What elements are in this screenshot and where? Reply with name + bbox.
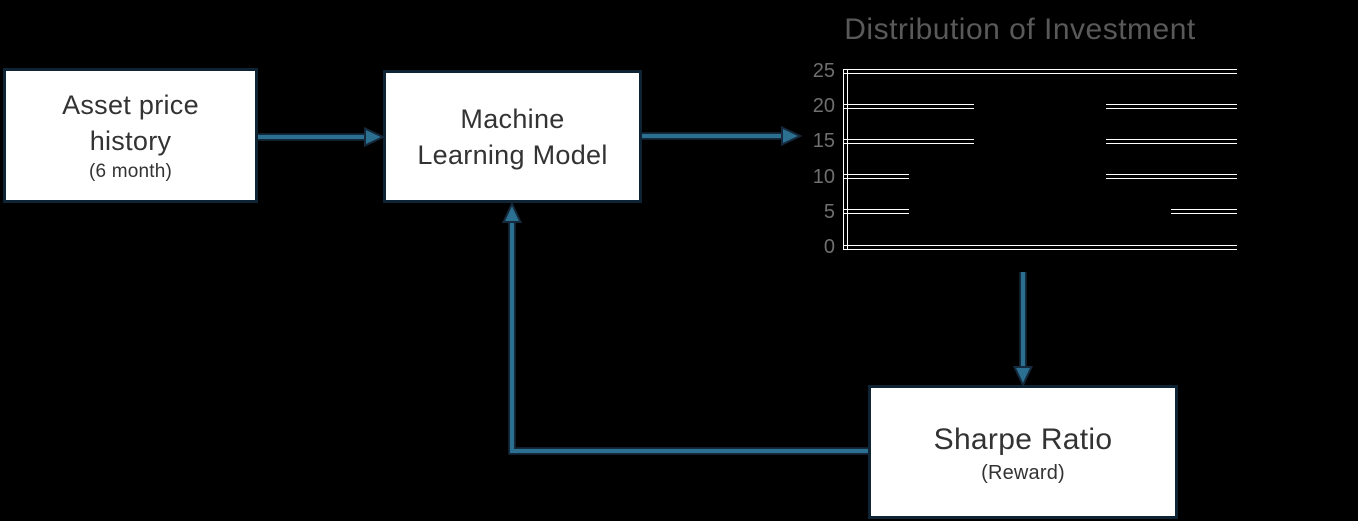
node-title-line1: Asset price — [62, 90, 199, 120]
chart-y-axis-spine — [843, 69, 848, 249]
node-sharpe-ratio: Sharpe Ratio (Reward) — [868, 385, 1178, 519]
y-tick-label-0: 0 — [823, 236, 835, 258]
bar-bin2 — [908, 155, 975, 247]
node-subtitle: (Reward) — [981, 461, 1065, 484]
node-title-line2: Learning Model — [417, 139, 608, 170]
node-subtitle: (6 month) — [88, 161, 173, 182]
bar-bin4 — [1040, 99, 1106, 247]
y-tick-label-5: 5 — [823, 200, 835, 223]
chart-plot — [843, 68, 1237, 250]
y-tick-label-10: 10 — [812, 165, 835, 188]
node-title-line1: Machine — [460, 103, 565, 134]
arrow-up-head — [501, 201, 523, 223]
arrow-down-head — [1012, 366, 1034, 388]
y-tick-label-20: 20 — [812, 95, 835, 118]
chart-y-axis: 0 5 10 15 20 25 — [791, 60, 841, 258]
chart-title: Distribution of Investment — [844, 13, 1196, 46]
bar-bin3 — [974, 92, 1040, 247]
arrow-asset-to-model — [258, 126, 386, 148]
arrow-chart-to-sharpe — [1012, 272, 1034, 388]
bar-bin5 — [1105, 197, 1172, 247]
node-machine-learning-model: Machine Learning Model — [383, 70, 642, 203]
y-tick-label-15: 15 — [812, 130, 835, 153]
node-asset-price-history: Asset price history (6 month) — [3, 68, 258, 203]
node-title-line2: history — [89, 126, 172, 156]
arrow-model-to-chart — [642, 125, 803, 147]
gridline-y0 — [843, 244, 1237, 250]
gridline-y25 — [843, 68, 1237, 74]
arrow-right-head — [364, 126, 386, 148]
node-title-line1: Sharpe Ratio — [933, 422, 1113, 456]
y-tick-label-25: 25 — [812, 60, 835, 82]
